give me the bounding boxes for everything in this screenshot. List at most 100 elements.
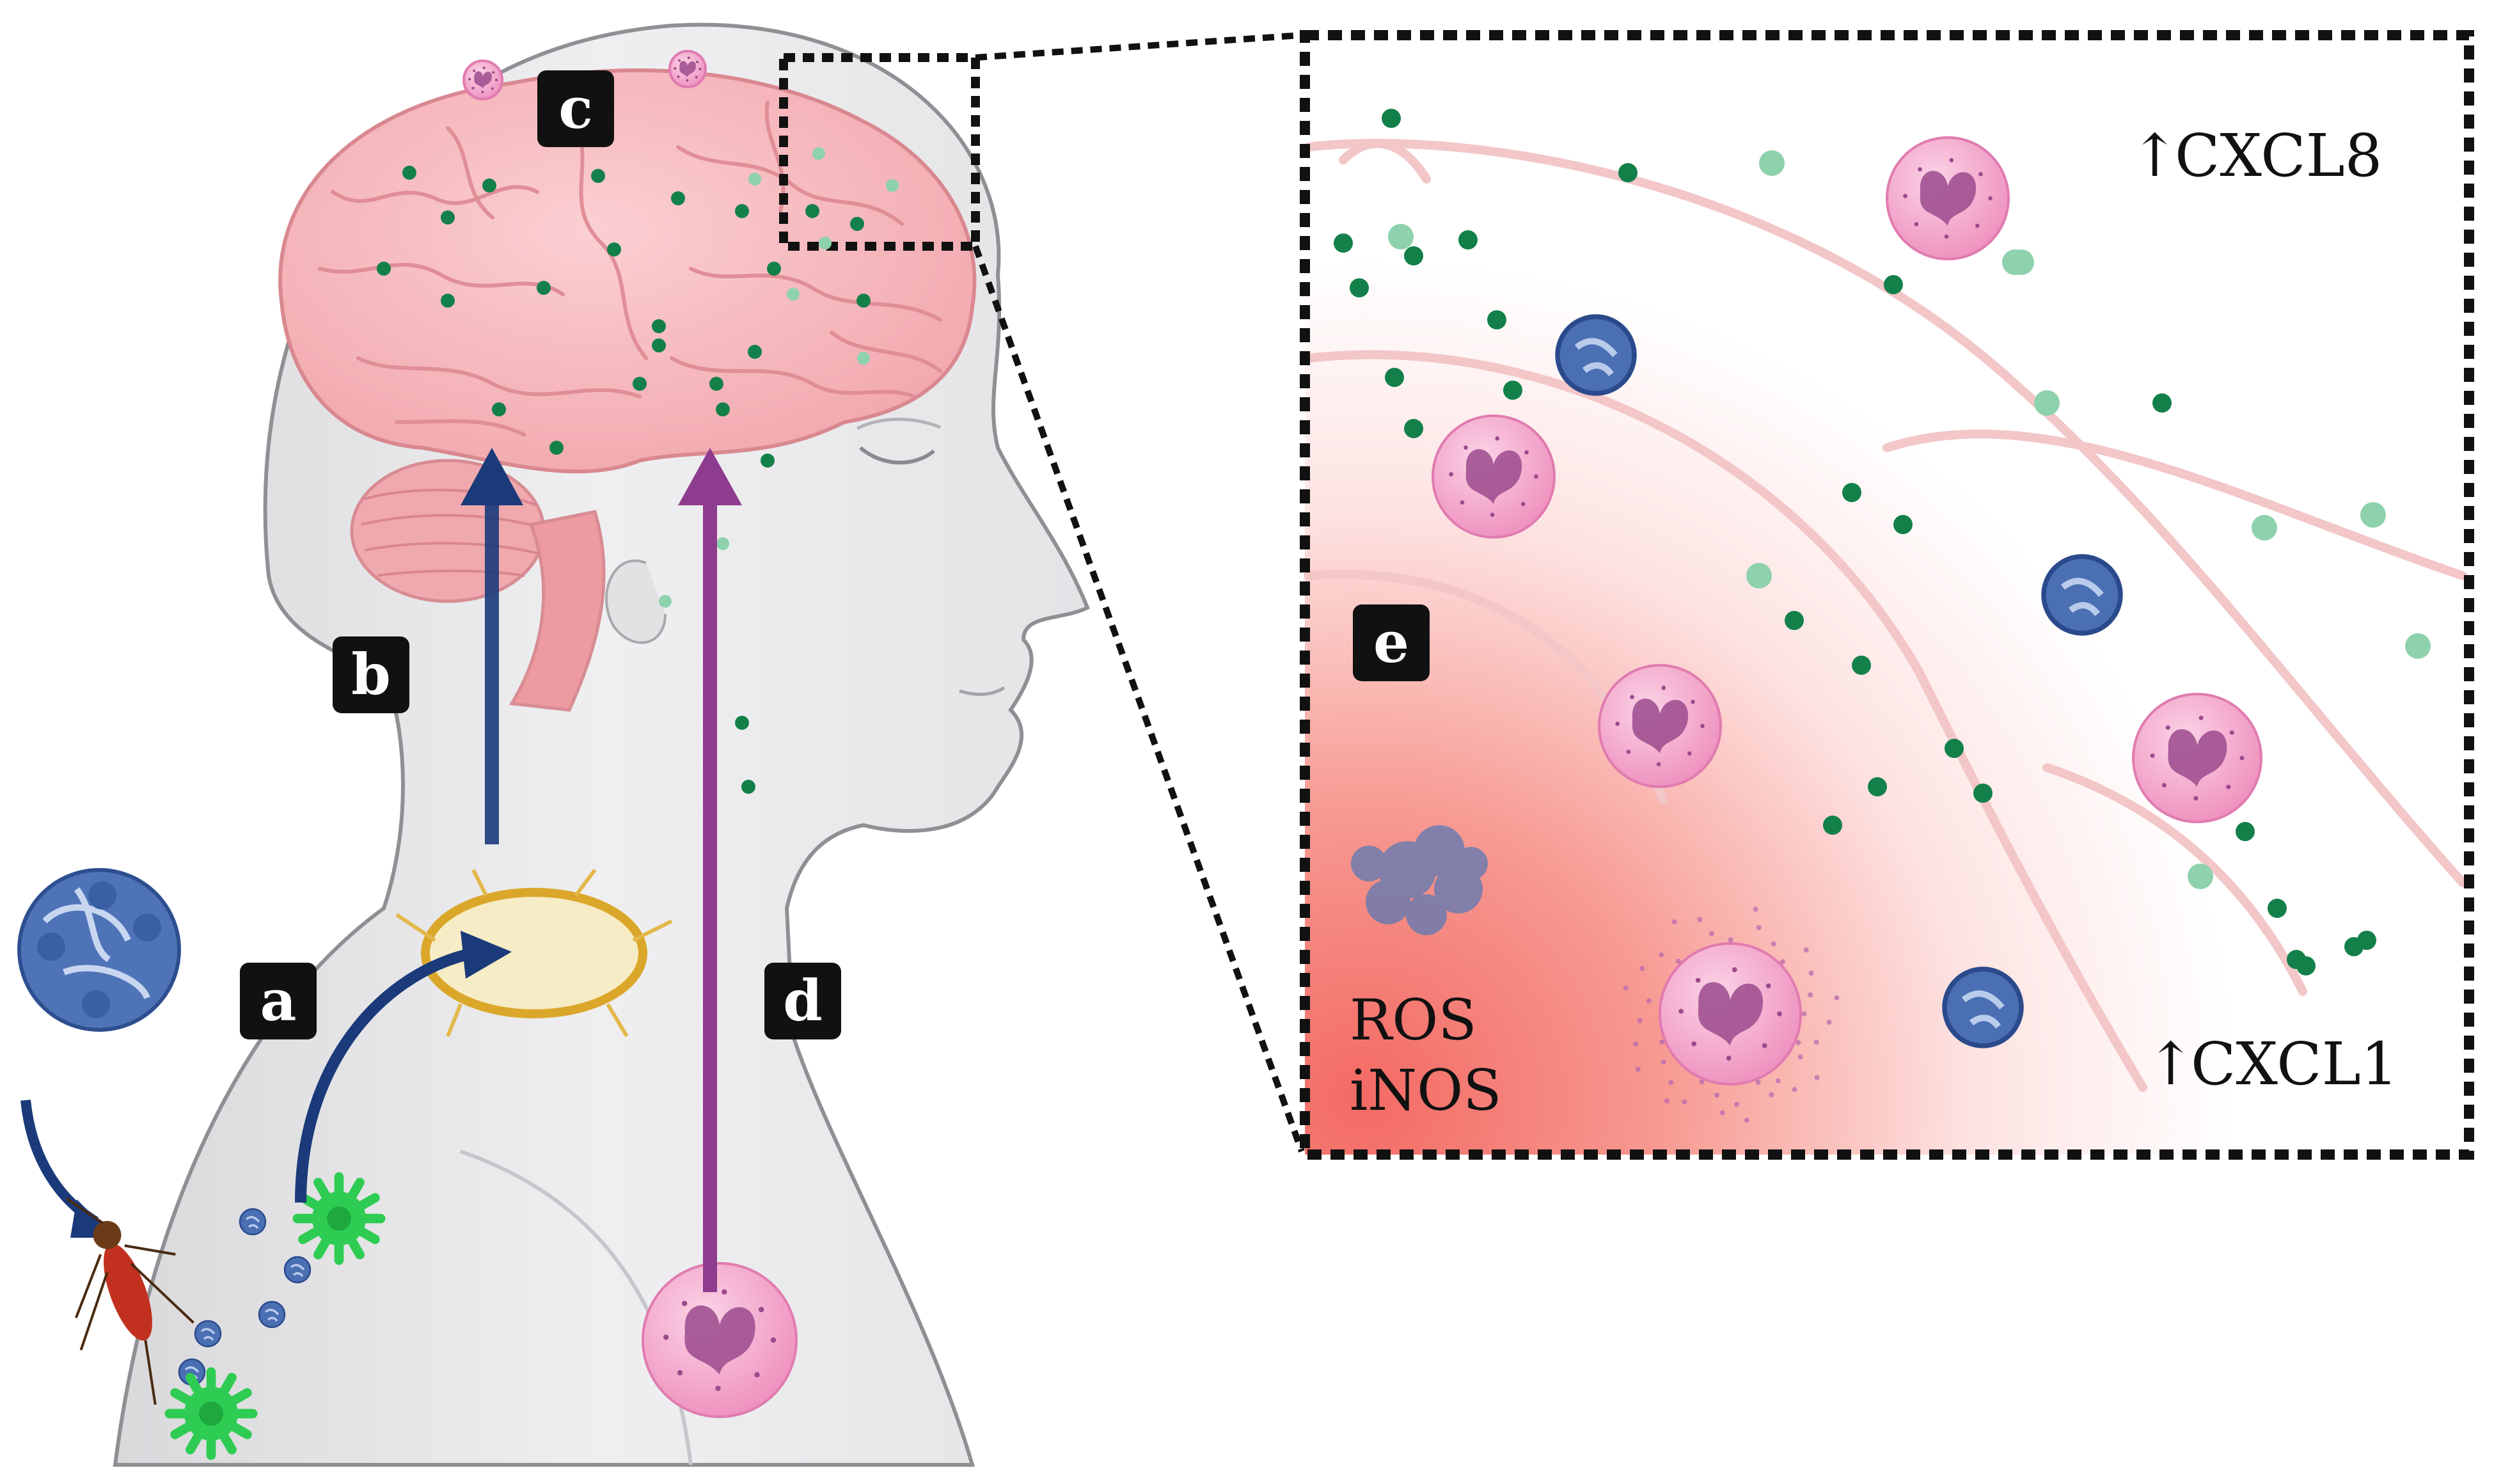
chemokine-dot — [591, 169, 605, 183]
chemokine-dot — [402, 166, 416, 180]
chemokine-dot — [787, 288, 800, 301]
cxcl8-arrow: ↑ — [2130, 122, 2179, 190]
chemokine-dot — [1746, 563, 1772, 588]
virus-particle — [258, 1300, 286, 1329]
label-c: c — [537, 70, 614, 147]
dendritic-cell — [292, 1172, 386, 1265]
label-a-text: a — [260, 967, 296, 1034]
chemokine-dot — [633, 377, 647, 391]
chemokine-dot — [812, 147, 825, 160]
chemokine-dot — [659, 595, 672, 608]
chemokine-dot — [1487, 310, 1506, 329]
dendritic-cell — [164, 1367, 258, 1460]
chemokine-dot — [2236, 822, 2255, 841]
chemokine-dot — [492, 402, 506, 416]
chemokine-dot — [1388, 224, 1414, 249]
neutrophil — [1598, 664, 1722, 788]
chemokine-dot — [761, 454, 775, 468]
chemokine-dot — [716, 402, 730, 416]
zoom-connectors — [972, 32, 1305, 1153]
chemokine-dot — [748, 173, 761, 186]
zoom-source-box — [779, 53, 980, 251]
cxcl1-arrow: ↑ — [2146, 1030, 2195, 1098]
chemokine-dot — [2188, 864, 2213, 889]
chemokine-dot — [856, 294, 871, 308]
chemokine-dot — [1785, 611, 1804, 630]
chemokine-dot — [482, 178, 496, 193]
chemokine-dot — [716, 537, 729, 550]
chemokine-dot — [1404, 419, 1423, 438]
neutrophil — [642, 1262, 798, 1418]
arrow-a-head — [461, 931, 512, 979]
virus-particle — [2041, 554, 2123, 636]
arrow-b-head — [461, 448, 523, 505]
chemokine-dot — [748, 345, 762, 359]
chemokine-dot — [2268, 899, 2287, 918]
label-b: b — [333, 636, 409, 713]
chemokine-dot — [549, 441, 564, 455]
chemokine-dot — [537, 281, 551, 295]
ros-label: ROS — [1350, 987, 1477, 1053]
label-e: e — [1353, 604, 1430, 681]
neutrophil-cells — [462, 50, 2262, 1418]
inset-panel — [1300, 30, 2474, 1160]
chemokine-dot — [2152, 393, 2172, 413]
virus-particle — [194, 1320, 222, 1348]
chemokine-dot — [2405, 633, 2431, 659]
chemokine-dot — [857, 352, 870, 365]
virus-particle — [1555, 314, 1637, 396]
chemokine-dot — [1759, 150, 1785, 176]
chemokine-dot — [886, 179, 899, 192]
chemokine-dot — [741, 780, 755, 794]
arrow-d-shaft — [703, 505, 717, 1292]
chemokine-dot — [1458, 230, 1478, 249]
chemokine-dot — [2296, 956, 2316, 975]
chemokine-dot — [2252, 515, 2277, 541]
neutrophil — [1886, 136, 2010, 260]
chemokine-dot — [735, 716, 749, 730]
chemokine-dot — [671, 191, 685, 205]
inos-label: iNOS — [1350, 1057, 1502, 1123]
chemokine-dot — [377, 262, 391, 276]
chemokine-dot — [1842, 483, 1861, 502]
neutrophil — [668, 50, 707, 88]
chemokine-dot — [1945, 739, 1964, 758]
virus-particle — [239, 1208, 267, 1236]
cerebellum — [350, 459, 546, 603]
chemokine-dot — [607, 242, 621, 257]
chemokine-dot — [652, 319, 666, 333]
chemokine-dot — [441, 294, 455, 308]
mosquito-icon — [66, 1197, 194, 1405]
arrow-virus-mosquito — [20, 1100, 99, 1226]
chemokine-dot — [805, 204, 819, 218]
chemokine-dot — [1334, 233, 1353, 253]
virus-particle — [1942, 967, 2024, 1048]
chemokine-dot — [1823, 816, 1842, 835]
arrows — [20, 448, 742, 1292]
chemokine-dot — [709, 377, 723, 391]
virus-large — [17, 868, 181, 1032]
chemokine-dot — [1385, 368, 1404, 387]
chemokine-dot — [735, 204, 749, 218]
chemokine-dot — [1852, 656, 1871, 675]
chemokine-dot — [1893, 515, 1913, 534]
neutrophil — [462, 59, 503, 100]
cxcl1-label: CXCL1 — [2191, 1030, 2398, 1098]
chemokine-dot — [1868, 777, 1887, 796]
chemokine-dot — [1618, 163, 1638, 182]
neutrophil — [1623, 906, 1840, 1123]
inset-border — [1300, 30, 2474, 1160]
label-e-text: e — [1373, 609, 1409, 675]
virus-particles — [178, 314, 2123, 1386]
chemokine-dot — [441, 210, 455, 225]
arrow-b-shaft — [485, 499, 499, 844]
chemokine-particles — [377, 109, 2431, 975]
chemokine-dot — [2360, 502, 2386, 528]
cxcl8-label: CXCL8 — [2175, 122, 2382, 190]
chemokine-dot — [1350, 278, 1369, 297]
brainstem — [509, 510, 606, 712]
chemokine-dot — [1404, 246, 1423, 265]
arrow-d-head — [678, 448, 742, 505]
chemokine-dot — [2344, 937, 2364, 956]
